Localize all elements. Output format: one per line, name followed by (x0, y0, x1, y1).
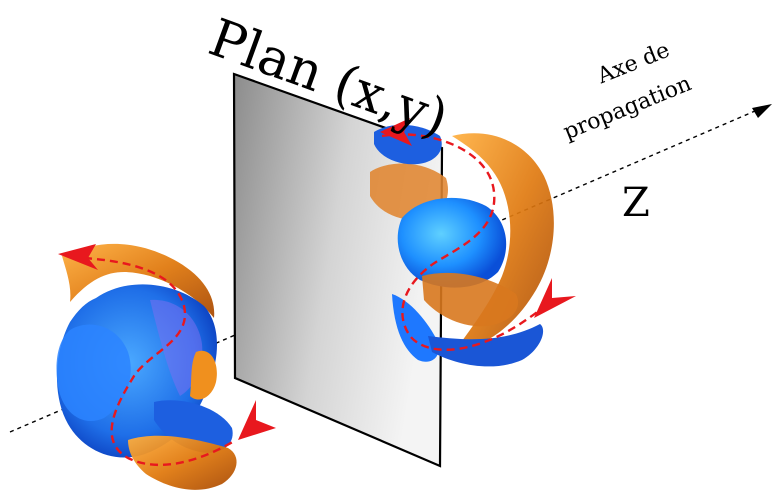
left-orange-inner (190, 350, 217, 400)
left-vortex (56, 243, 276, 490)
axis-arrowhead (752, 104, 772, 118)
right-blue-lower (392, 294, 439, 362)
left-orange-band-top (62, 243, 215, 318)
right-blue-tail (428, 324, 544, 367)
right-helix-path (381, 133, 551, 351)
axis-symbol-z: Z (622, 180, 650, 226)
right-orange-outer (452, 133, 554, 352)
left-helix-path (83, 256, 237, 467)
left-arrow-top (58, 244, 98, 270)
left-violet-patch (150, 299, 203, 396)
left-blue-lobe (56, 324, 131, 422)
left-arrow-bottom (238, 400, 276, 440)
right-arrow-top (380, 118, 412, 146)
right-arrow-bottom (534, 278, 576, 318)
right-vortex (370, 118, 576, 367)
right-orange-lower (422, 272, 519, 327)
right-blue-ball (397, 197, 507, 288)
